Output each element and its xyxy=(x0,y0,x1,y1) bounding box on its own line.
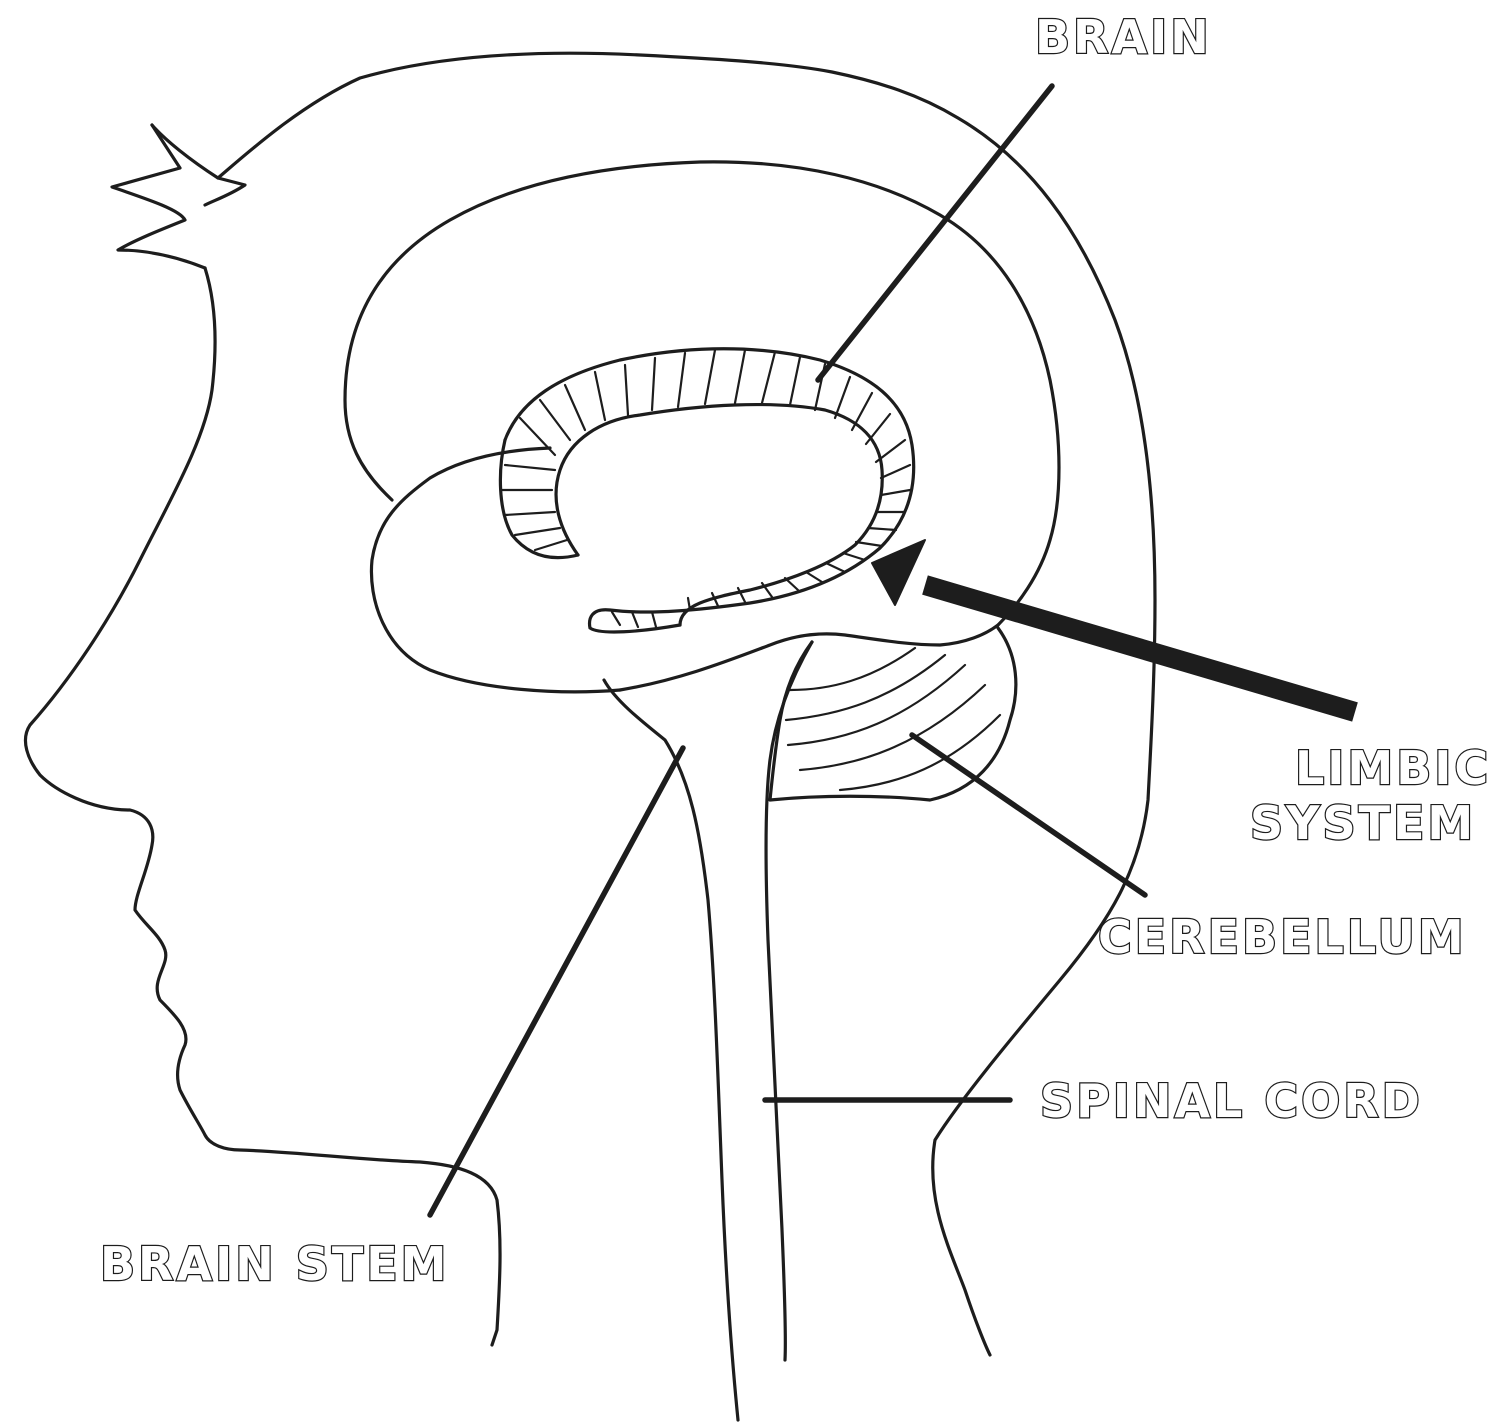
head-profile-outline xyxy=(152,53,1155,1355)
label-limbic-line2: SYSTEM xyxy=(1250,796,1476,850)
hair-tuft xyxy=(112,125,205,268)
label-limbic-line1: LIMBIC xyxy=(1295,741,1491,795)
label-spinal-cord: SPINAL CORD xyxy=(1040,1074,1423,1128)
hair-tip xyxy=(205,178,245,205)
label-cerebellum: CEREBELLUM xyxy=(1098,910,1467,964)
brainstem-back-edge xyxy=(766,642,812,1360)
cerebrum-inner-body xyxy=(371,448,620,692)
label-brain-stem: BRAIN STEM xyxy=(100,1237,449,1291)
brain-leader-line xyxy=(818,86,1052,380)
face-outline xyxy=(25,268,500,1345)
label-brain: BRAIN xyxy=(1035,10,1212,64)
cerebellum-folds xyxy=(786,648,1000,790)
limbic-band-hatching xyxy=(502,350,910,627)
brainstem-front-edge xyxy=(604,680,738,1420)
limbic-arrow-shaft xyxy=(925,585,1355,712)
limbic-band-outer xyxy=(505,349,914,632)
cerebrum-fold xyxy=(345,162,1059,625)
limbic-band-inner xyxy=(556,405,882,625)
cerebellum-leader-line xyxy=(912,735,1145,895)
brain-stem-leader-line xyxy=(430,748,683,1215)
